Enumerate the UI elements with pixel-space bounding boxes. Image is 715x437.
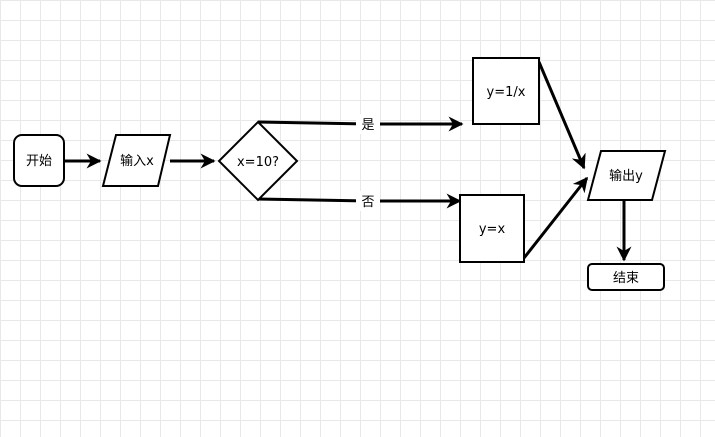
node-output: 输出y (586, 150, 667, 201)
node-input-label: 输入x (120, 153, 154, 169)
node-input: 输入x (101, 134, 172, 187)
node-start: 开始 (13, 134, 65, 187)
node-output-label: 输出y (609, 168, 643, 184)
edge-label-yes: 是 (361, 118, 374, 133)
edge-yes-process-to-output (537, 61, 586, 170)
node-decision-label: x=10? (237, 155, 279, 170)
edge-label-no: 否 (361, 195, 374, 210)
node-end: 结束 (587, 263, 665, 291)
node-start-label: 开始 (26, 154, 52, 169)
node-yes-process: y=1/x (472, 57, 540, 125)
node-no-process: y=x (459, 194, 525, 263)
edge-no-process-to-output (522, 176, 589, 259)
node-decision: x=10? (217, 120, 299, 202)
node-yes-process-label: y=1/x (487, 85, 526, 100)
node-end-label: 结束 (613, 271, 639, 286)
node-no-process-label: y=x (479, 222, 506, 237)
